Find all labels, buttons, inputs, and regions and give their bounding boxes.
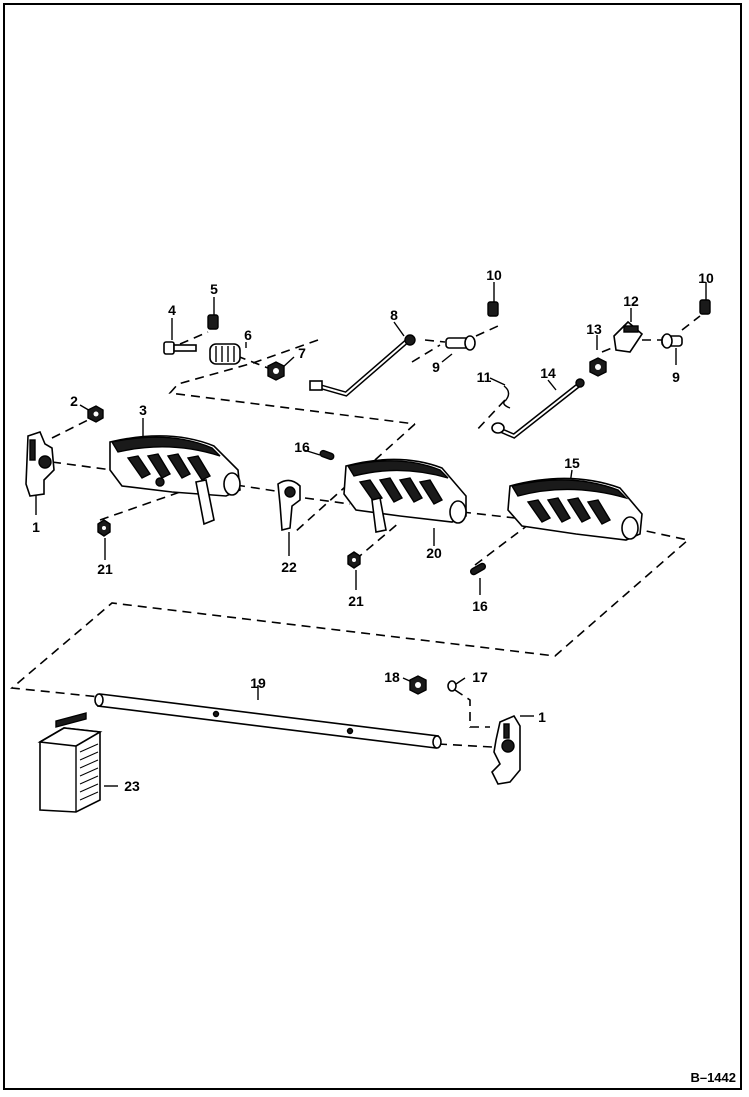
callout-11: 11	[477, 369, 492, 385]
cotter-pin-part-10-left	[487, 301, 499, 317]
figure-reference-code: B–1442	[690, 1070, 736, 1085]
leader-lines	[35, 282, 707, 787]
nut-part-18	[409, 675, 427, 695]
pin-part-11	[503, 385, 511, 409]
callout-3: 3	[139, 402, 147, 418]
callout-23: 23	[124, 778, 140, 794]
callout-14: 14	[540, 365, 556, 381]
callout-2: 2	[70, 393, 78, 409]
callout-15: 15	[564, 455, 580, 471]
nut-part-13	[589, 357, 607, 377]
pin-part-9-left	[445, 335, 476, 351]
nut-part-21-left	[97, 519, 111, 537]
callout-1b: 1	[538, 709, 546, 725]
callout-19: 19	[250, 675, 266, 691]
rod-part-14	[491, 378, 585, 439]
callout-16a: 16	[294, 439, 310, 455]
callout-10a: 10	[486, 267, 502, 283]
callout-21b: 21	[348, 593, 364, 609]
decal-box-part-23	[37, 712, 103, 813]
pin-part-16-upper	[319, 449, 335, 461]
callout-13: 13	[586, 321, 602, 337]
callout-12: 12	[623, 293, 639, 309]
link-part-22	[277, 479, 301, 532]
spring-part-6	[209, 343, 241, 365]
nut-part-2	[87, 405, 104, 423]
callout-6: 6	[244, 327, 252, 343]
callout-8: 8	[390, 307, 398, 323]
pin-part-9-right	[661, 333, 683, 349]
shaft-part-19	[94, 693, 442, 749]
callout-10b: 10	[698, 270, 714, 286]
lever-part-3	[109, 435, 241, 526]
bushing-part-12	[613, 320, 644, 353]
bolt-part-4	[163, 341, 197, 355]
rod-part-8	[309, 334, 416, 397]
callout-16b: 16	[472, 598, 488, 614]
callout-21a: 21	[97, 561, 113, 577]
callout-5: 5	[210, 281, 218, 297]
callout-labels: 1 1 2 3 4 5 6 7 8 9 9 10 10 11 12 13 14 …	[32, 267, 714, 794]
callout-1a: 1	[32, 519, 40, 535]
callout-20: 20	[426, 545, 442, 561]
callout-4: 4	[168, 302, 176, 318]
callout-7: 7	[298, 345, 306, 361]
figure-border	[3, 3, 742, 1090]
lever-part-20	[343, 458, 467, 533]
nut-part-7	[267, 361, 285, 381]
cotter-pin-part-10-right	[699, 299, 711, 315]
bracket-part-1-right	[491, 714, 521, 785]
callout-17: 17	[472, 669, 488, 685]
callout-9a: 9	[432, 359, 440, 375]
lever-part-15	[507, 477, 643, 541]
washer-part-17	[447, 680, 457, 692]
callout-9b: 9	[672, 369, 680, 385]
callout-22: 22	[281, 559, 297, 575]
nut-part-21-right	[347, 551, 361, 569]
screw-part-5	[207, 314, 219, 330]
callout-18: 18	[384, 669, 400, 685]
bracket-part-1-left	[25, 431, 55, 497]
pin-part-16-lower	[469, 562, 487, 576]
